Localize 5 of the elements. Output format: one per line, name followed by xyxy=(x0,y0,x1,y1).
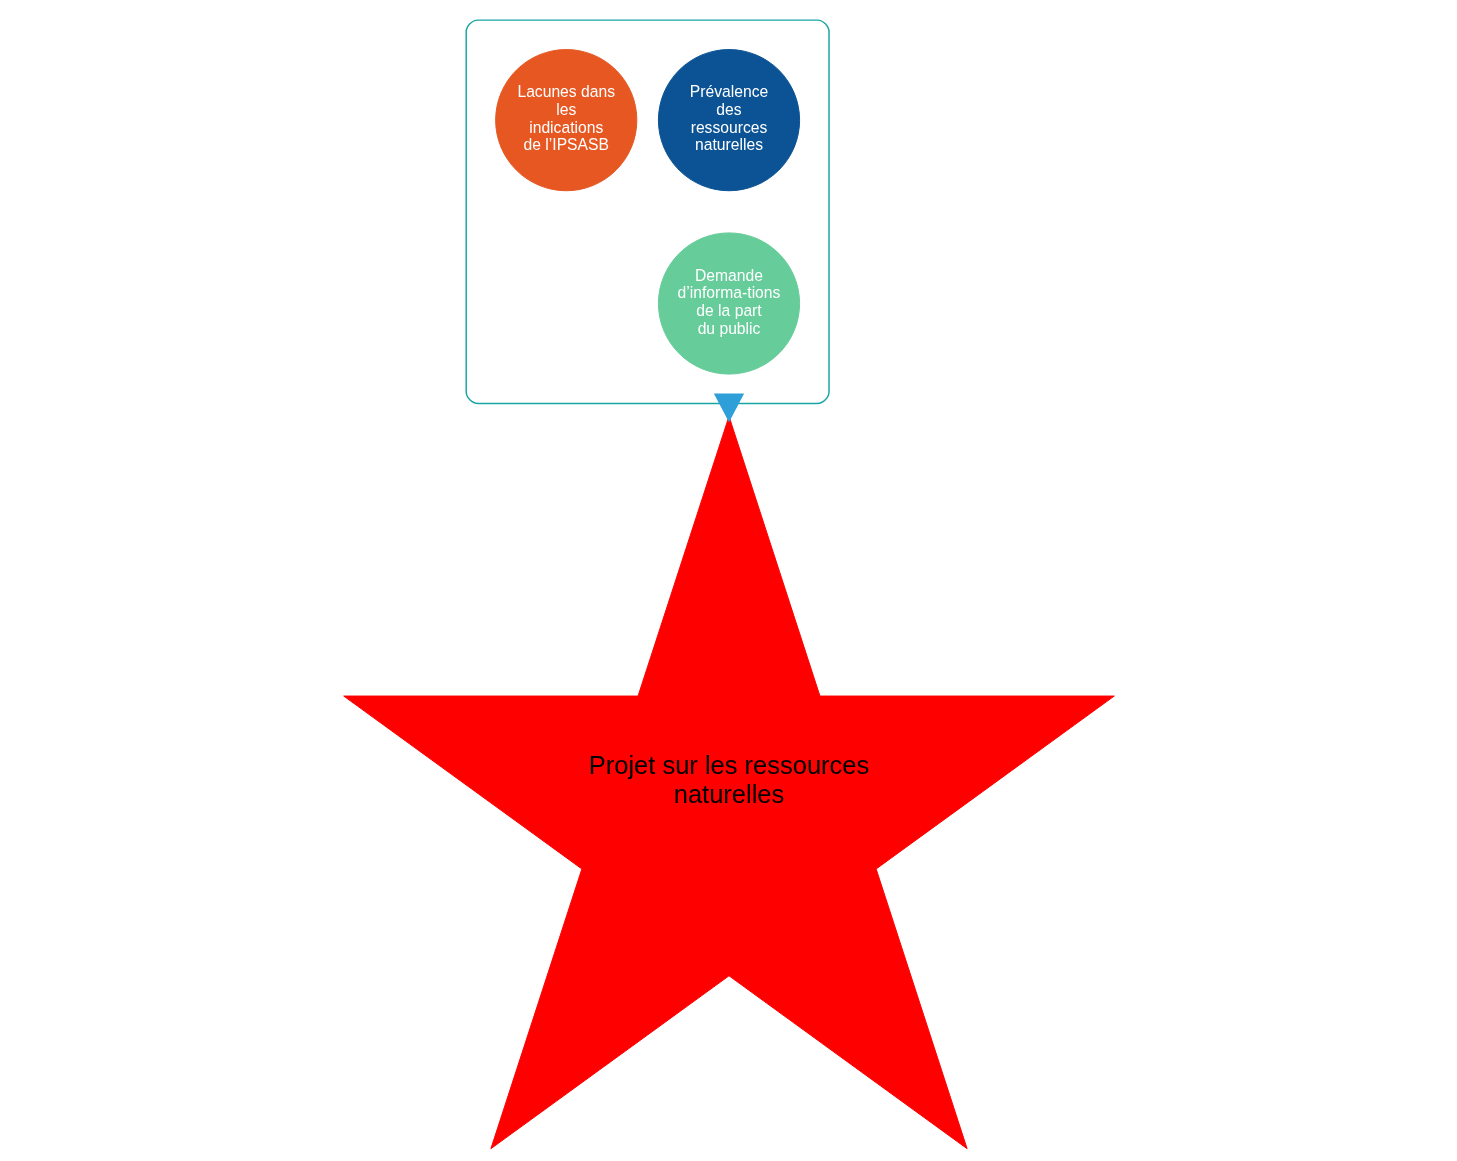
cluster xyxy=(464,19,830,405)
node-circle: Lacunes dans les indications de l’IPSASB xyxy=(494,49,637,192)
arrow xyxy=(713,393,744,423)
node-circle: Demande d’informa-tions de la part du public xyxy=(657,232,800,375)
node-circle: Prévalence des ressources naturelles xyxy=(657,49,800,192)
